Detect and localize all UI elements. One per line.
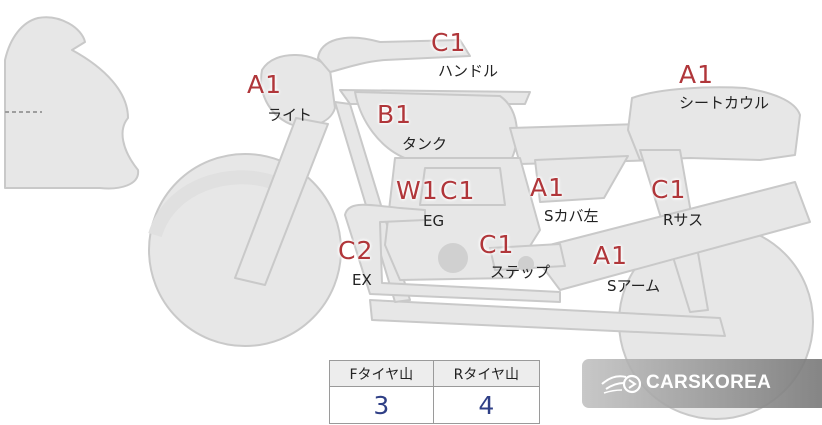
- exhaust-label: EX: [352, 271, 372, 289]
- tire-tread-table: Fタイヤ山 Rタイヤ山 3 4: [329, 360, 541, 424]
- handlebar-shape: [317, 36, 471, 73]
- seat-cowl-grade: A1: [679, 60, 715, 89]
- engine-label: EG: [423, 212, 445, 230]
- engine-cylinder: [419, 167, 506, 206]
- step-grade: C1: [479, 230, 515, 259]
- engine-grade-c1: C1: [440, 176, 476, 205]
- s-arm-grade: A1: [593, 241, 629, 270]
- swingarm-shape: [369, 299, 726, 337]
- tank-label: タンク: [402, 135, 448, 153]
- engine-grade-w1: W1: [396, 176, 439, 205]
- handle-label: ハンドル: [438, 62, 499, 80]
- engine-sprocket: [438, 243, 468, 273]
- exhaust-grade: C2: [338, 236, 374, 265]
- brand-watermark: CARSKOREA: [582, 359, 822, 408]
- step-peg: [518, 256, 534, 272]
- r-sus-label: Rサス: [663, 211, 704, 229]
- light-grade: A1: [247, 70, 283, 99]
- side-cover: [534, 155, 629, 203]
- exhaust-pipe: [344, 203, 561, 303]
- front-fender: [148, 170, 275, 238]
- step-label: ステップ: [490, 263, 551, 281]
- front-tire-header: Fタイヤ山: [329, 360, 434, 387]
- front-tire-value: 3: [329, 386, 434, 424]
- rear-tire-header: Rタイヤ山: [432, 360, 541, 387]
- seat-cowl: [627, 86, 801, 161]
- light-label: ライト: [267, 106, 313, 124]
- tank-grade: B1: [377, 100, 413, 129]
- handle-grade: C1: [431, 28, 467, 57]
- s-cover-left-label: Sカバ左: [544, 207, 599, 225]
- rear-tire-value: 4: [432, 386, 541, 424]
- muffler: [529, 181, 811, 291]
- r-sus-grade: C1: [651, 175, 687, 204]
- s-arm-label: Sアーム: [607, 277, 661, 295]
- front-fairing: [4, 16, 140, 190]
- s-cover-left-grade: A1: [530, 173, 566, 202]
- front-fork: [234, 117, 329, 286]
- seat-cowl-label: シートカウル: [679, 94, 770, 112]
- brand-name: CARSKOREA: [646, 372, 772, 393]
- brand-logo-icon: [601, 374, 642, 394]
